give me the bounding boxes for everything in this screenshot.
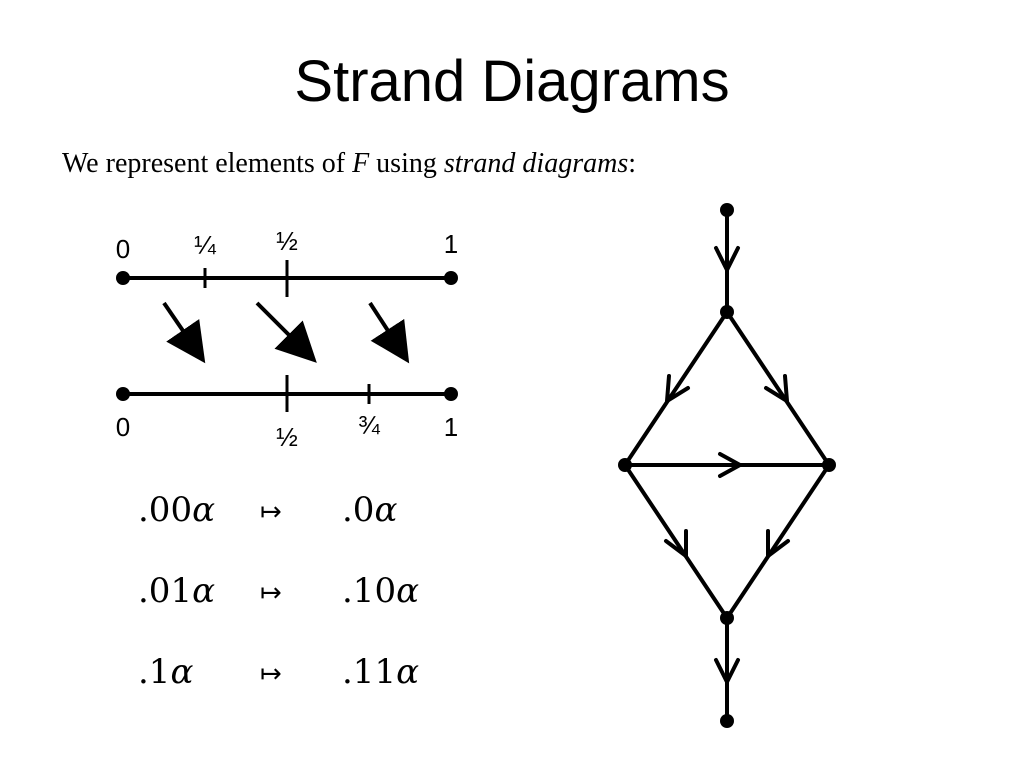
strand-edge-lower-left	[623, 463, 729, 620]
bottom-interval-left-endpoint	[116, 387, 130, 401]
maps-to-arrow-2: ↦	[260, 578, 282, 608]
strand-edge-upper-right	[725, 310, 831, 467]
bottom-left-label: 0	[116, 412, 130, 442]
strand-vertex-left	[618, 458, 632, 472]
mapping-from-3: .1α	[138, 652, 215, 733]
mapping-from-1-symbol: α	[192, 490, 216, 530]
strand-arrow-upper-left	[665, 374, 690, 403]
term-strand-diagrams: strand diagrams	[443, 148, 629, 179]
strand-vertex-right	[822, 458, 836, 472]
mapping-from-3-symbol: α	[170, 652, 194, 692]
strand-edge-upper-left	[623, 310, 729, 467]
mapping-to-1-prefix: .0	[342, 490, 375, 530]
top-tick-label-quarter: ¼	[194, 230, 216, 260]
mapping-from-3-prefix: .1	[138, 652, 171, 692]
mapping-from-1-prefix: .00	[138, 490, 193, 530]
intro-text-before: We represent elements of	[62, 148, 353, 179]
mapping-to-1: .0α	[342, 490, 419, 571]
mapping-to-3-prefix: .11	[342, 652, 397, 692]
bottom-tick-label-half: ½	[276, 422, 298, 452]
bottom-interval-right-endpoint	[444, 387, 458, 401]
strand-vertex-sink	[720, 714, 734, 728]
top-left-label: 0	[116, 234, 130, 264]
slide-title: Strand Diagrams	[294, 49, 730, 114]
mapping-from-2-symbol: α	[192, 571, 216, 611]
mapping-arrow-column: ↦ ↦ ↦	[260, 492, 282, 735]
strand-arrow-lower-left	[664, 529, 688, 558]
mapping-from-2: .01α	[138, 571, 215, 652]
mapping-to-2-prefix: .10	[342, 571, 397, 611]
strand-vertex-split-top	[720, 305, 734, 319]
maps-to-arrow-1: ↦	[260, 497, 282, 527]
bottom-tick-label-three-quarters: ¾	[358, 410, 380, 440]
strand-vertex-source	[720, 203, 734, 217]
mapping-to-column: .0α .10α .11α	[342, 490, 419, 733]
mapping-to-2-symbol: α	[396, 571, 420, 611]
interval-map-arrows	[162, 301, 410, 364]
strand-arrow-upper-right	[764, 374, 789, 403]
strand-edge-lower-right	[725, 463, 831, 620]
strand-arrow-top	[714, 246, 740, 272]
map-arrow-3	[368, 301, 410, 364]
strand-arrow-middle	[718, 452, 742, 478]
strand-vertices	[618, 203, 836, 728]
mapping-to-1-symbol: α	[374, 490, 398, 530]
mapping-to-3-symbol: α	[396, 652, 420, 692]
bottom-interval: 0 1 ½ ¾	[116, 375, 458, 452]
strand-diagram	[623, 208, 831, 723]
intro-text-middle: using	[369, 148, 444, 179]
intro-sentence: We represent elements of F using strand …	[62, 146, 636, 182]
intro-text-after: :	[628, 148, 637, 179]
group-symbol: F	[352, 148, 370, 179]
mapping-to-3: .11α	[342, 652, 419, 733]
top-interval: 0 1 ¼ ½	[116, 226, 458, 297]
mapping-to-2: .10α	[342, 571, 419, 652]
map-arrow-1	[162, 301, 206, 364]
strand-arrow-lower-right	[766, 529, 790, 558]
mapping-from-2-prefix: .01	[138, 571, 193, 611]
top-interval-left-endpoint	[116, 271, 130, 285]
map-arrow-2	[255, 301, 317, 363]
strand-arrow-bottom	[714, 658, 740, 684]
top-tick-label-half: ½	[276, 226, 298, 256]
top-right-label: 1	[444, 229, 458, 259]
bottom-right-label: 1	[444, 412, 458, 442]
strand-vertex-merge-bottom	[720, 611, 734, 625]
mapping-from-column: .00α .01α .1α	[138, 490, 215, 733]
maps-to-arrow-3: ↦	[260, 659, 282, 689]
mapping-from-1: .00α	[138, 490, 215, 571]
top-interval-right-endpoint	[444, 271, 458, 285]
